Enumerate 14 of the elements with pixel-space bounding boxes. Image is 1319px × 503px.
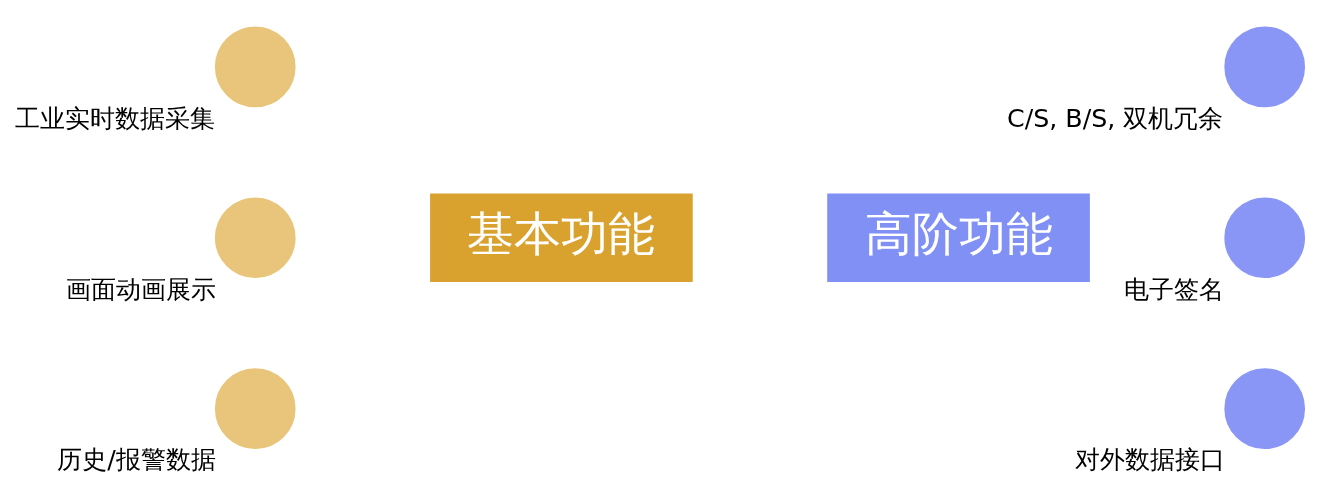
node-label: 工业实时数据采集 <box>15 103 216 133</box>
node-circle <box>214 367 296 449</box>
node-circle <box>214 196 296 278</box>
node-label: 历史/报警数据 <box>57 444 216 474</box>
node-box: 高阶功能 <box>827 192 1090 282</box>
node-box: 基本功能 <box>430 192 693 282</box>
node-circle <box>1224 196 1306 278</box>
node-label: 电子签名 <box>1124 274 1225 304</box>
node-label: C/S, B/S, 双机冗余 <box>1007 103 1224 133</box>
node-circle <box>1224 26 1306 107</box>
node-circle <box>1224 367 1306 449</box>
node-label: 对外数据接口 <box>1074 444 1225 474</box>
node-label: 画面动画展示 <box>65 274 216 304</box>
node-circle <box>214 26 296 107</box>
